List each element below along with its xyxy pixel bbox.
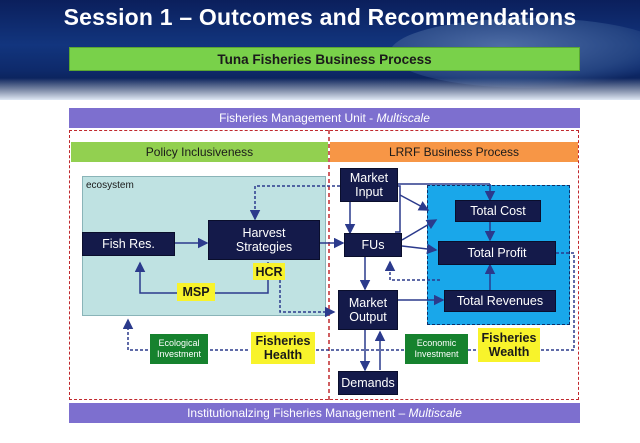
harvest-line-1: Harvest [242, 226, 286, 240]
market-output-line-2: Output [349, 310, 387, 324]
node-harvest-strategies: Harvest Strategies [208, 220, 320, 260]
dashed-frame [69, 130, 579, 400]
ecological-line-2: Investment [156, 349, 202, 359]
node-fus: FUs [344, 233, 402, 257]
ecosystem-label: ecosystem [86, 180, 134, 191]
tag-ecological-investment: Ecological Investment [150, 334, 208, 364]
node-market-input: Market Input [340, 168, 398, 202]
tag-fisheries-wealth: Fisheries Wealth [478, 328, 540, 362]
slide-title: Session 1 – Outcomes and Recommendations [63, 4, 577, 30]
tag-hcr: HCR [253, 263, 285, 280]
fisheries-wealth-line-1: Fisheries [481, 331, 537, 345]
node-market-output: Market Output [338, 290, 398, 330]
fisheries-management-unit-band: Fisheries Management Unit - Multiscale [69, 108, 580, 128]
fisheries-health-line-2: Health [263, 348, 303, 362]
ocean-wave [0, 78, 640, 100]
tag-economic-investment: Economic Investment [405, 334, 468, 364]
lrrf-business-process-header: LRRF Business Process [330, 142, 578, 162]
node-demands: Demands [338, 371, 398, 395]
band-bottom-text: Institutionalzing Fisheries Management – [187, 406, 409, 420]
fisheries-health-line-1: Fisheries [255, 334, 311, 348]
economic-line-2: Investment [414, 349, 459, 359]
ecological-line-1: Ecological [158, 338, 200, 348]
institutionalizing-band: Institutionalzing Fisheries Management –… [69, 403, 580, 423]
market-output-line-1: Market [348, 296, 388, 310]
fisheries-wealth-line-2: Wealth [488, 345, 530, 359]
node-total-cost: Total Cost [455, 200, 541, 222]
band-top-italic: Multiscale [376, 111, 430, 125]
economic-line-1: Economic [416, 338, 457, 348]
node-fish-resources: Fish Res. [82, 232, 175, 256]
band-top-text: Fisheries Management Unit - [219, 111, 377, 125]
band-bottom-italic: Multiscale [408, 406, 462, 420]
slide-subtitle: Tuna Fisheries Business Process [69, 47, 580, 71]
node-total-revenues: Total Revenues [444, 290, 556, 312]
policy-inclusiveness-header: Policy Inclusiveness [71, 142, 328, 162]
market-input-line-1: Market [349, 171, 389, 185]
harvest-line-2: Strategies [235, 240, 293, 254]
tag-msp: MSP [177, 283, 215, 301]
market-input-line-2: Input [355, 185, 383, 199]
tag-fisheries-health: Fisheries Health [251, 332, 315, 364]
node-total-profit: Total Profit [438, 241, 556, 265]
